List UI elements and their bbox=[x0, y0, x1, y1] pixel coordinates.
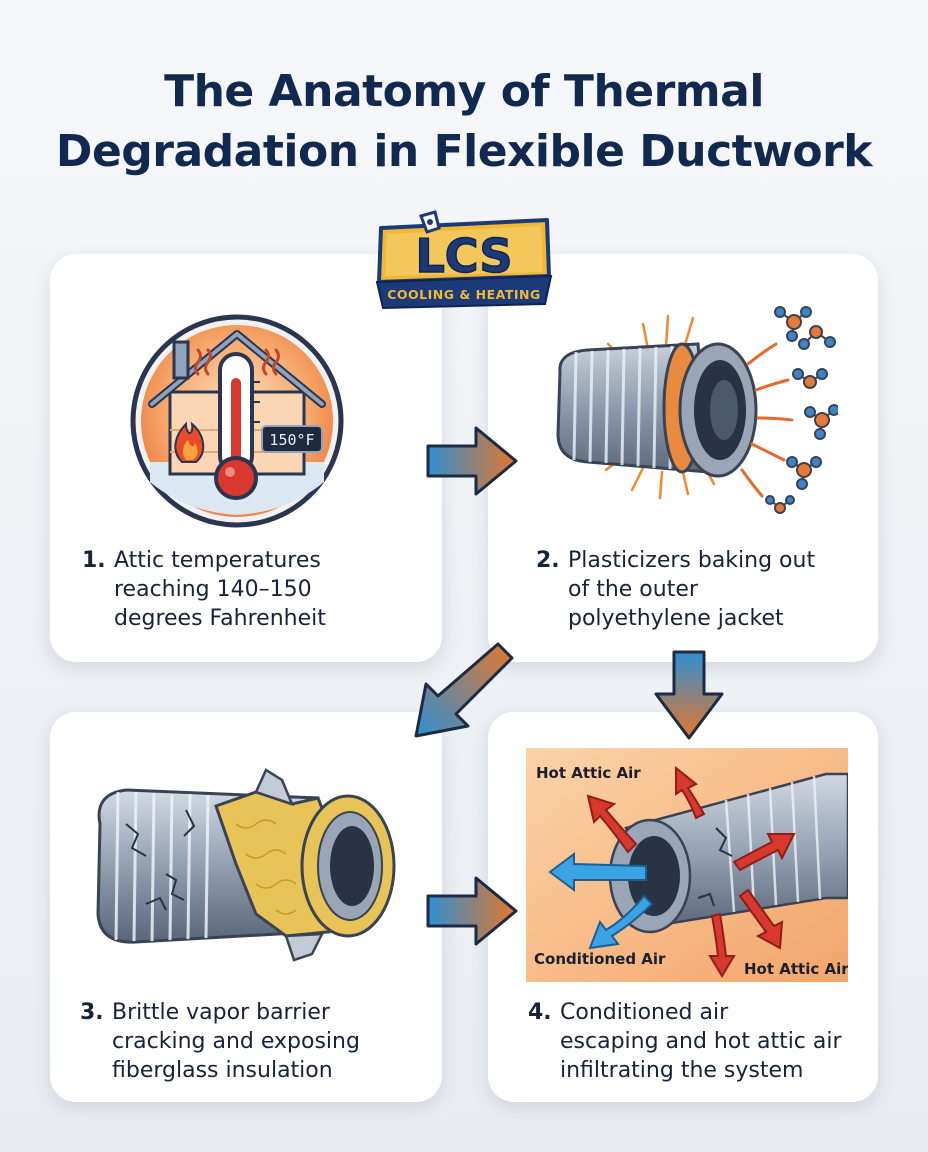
title-line-1: The Anatomy of Thermal bbox=[164, 66, 764, 117]
step-text: Attic temperatures reaching 140–150 degr… bbox=[114, 548, 326, 631]
duct-heat-molecules-icon bbox=[556, 306, 838, 514]
house-thermometer-icon: 150°F bbox=[130, 314, 344, 528]
title-line-2: Degradation in Flexible Ductwork bbox=[55, 126, 873, 177]
step-number: 4. bbox=[528, 1000, 552, 1025]
duct-air-leak-icon: Hot Attic Air Conditioned Air Hot Attic … bbox=[526, 748, 848, 982]
step-caption-2: 2. Plasticizers baking out of the outer … bbox=[536, 546, 866, 633]
step-caption-1: 1. Attic temperatures reaching 140–150 d… bbox=[82, 546, 432, 633]
step-text: Plasticizers baking out of the outer pol… bbox=[568, 548, 816, 631]
hot-attic-air-label-top: Hot Attic Air bbox=[536, 764, 641, 782]
hot-attic-air-label-bottom: Hot Attic Air bbox=[744, 960, 848, 978]
arrow-step3-to-step4-icon bbox=[426, 876, 518, 946]
cracked-duct-insulation-icon bbox=[96, 768, 396, 962]
step-number: 1. bbox=[82, 548, 106, 573]
step-number: 3. bbox=[80, 1000, 104, 1025]
step-caption-3: 3. Brittle vapor barrier cracking and ex… bbox=[80, 998, 430, 1085]
page-title: The Anatomy of Thermal Degradation in Fl… bbox=[0, 62, 928, 182]
step-caption-4: 4. Conditioned air escaping and hot atti… bbox=[528, 998, 873, 1085]
step-number: 2. bbox=[536, 548, 560, 573]
arrow-step2-to-step3-icon bbox=[414, 642, 514, 738]
step-text: Conditioned air escaping and hot attic a… bbox=[560, 1000, 842, 1083]
logo-wordmark: LCS bbox=[415, 229, 512, 283]
step-card-2: 2. Plasticizers baking out of the outer … bbox=[488, 254, 878, 662]
step-card-1: 150°F 1. Attic temperatures reaching 140… bbox=[50, 254, 442, 662]
step-card-4: Hot Attic Air Conditioned Air Hot Attic … bbox=[488, 712, 878, 1102]
temperature-readout: 150°F bbox=[269, 431, 314, 449]
step-card-3: 3. Brittle vapor barrier cracking and ex… bbox=[50, 712, 442, 1102]
conditioned-air-label: Conditioned Air bbox=[534, 950, 666, 968]
logo-tagline: COOLING & HEATING bbox=[387, 287, 540, 302]
company-logo: LCS COOLING & HEATING bbox=[375, 210, 553, 310]
step-text: Brittle vapor barrier cracking and expos… bbox=[112, 1000, 360, 1083]
arrow-step2-to-step4-icon bbox=[654, 650, 724, 740]
arrow-step1-to-step2-icon bbox=[426, 426, 518, 496]
